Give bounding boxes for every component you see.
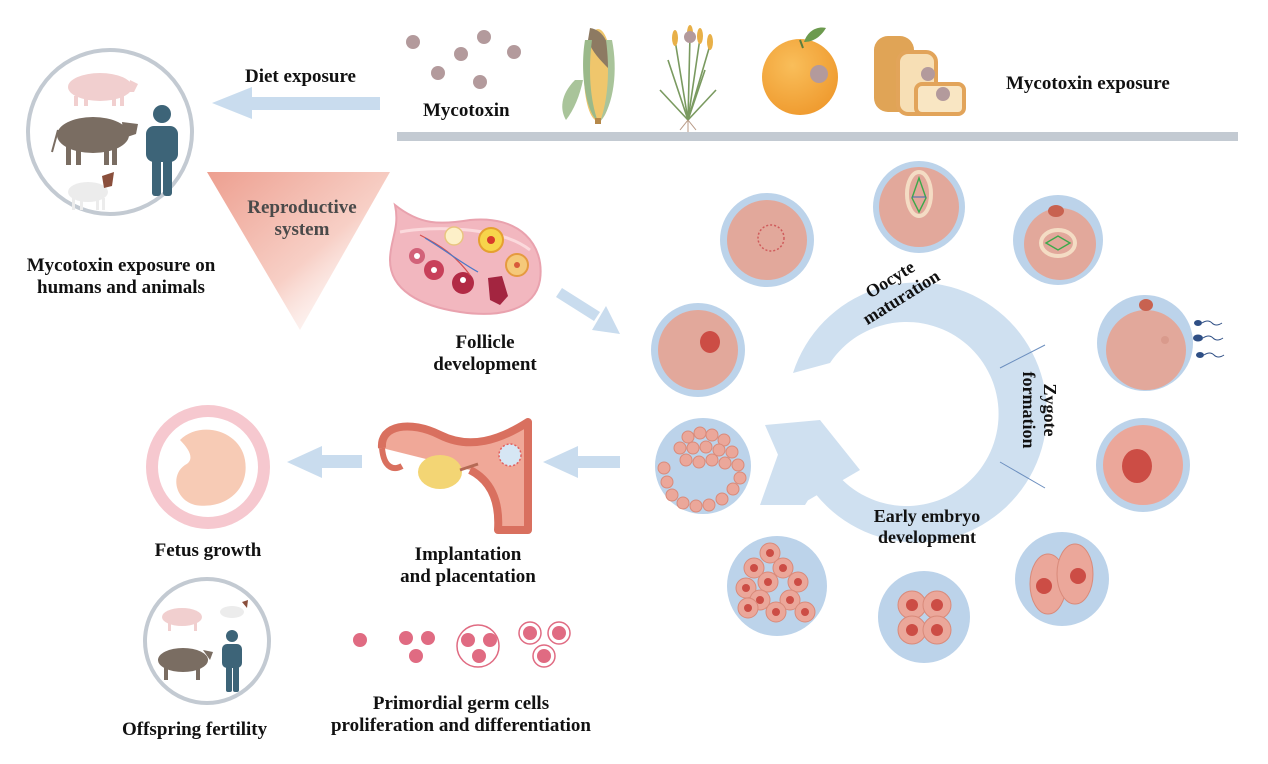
wheat-icon (659, 25, 717, 132)
mycotoxin-exposure-label: Mycotoxin exposure (1006, 73, 1170, 94)
reproductive-system-line2: system (274, 218, 330, 240)
four-cell-embryo (878, 571, 970, 663)
orange-icon (762, 27, 838, 115)
zygote-line2: formation (1019, 371, 1040, 449)
mycotoxin-label: Mycotoxin (423, 100, 510, 121)
diet-exposure-arrow (212, 87, 380, 119)
humans-animals-line1: Mycotoxin exposure on (26, 255, 216, 276)
pgc-line1: Primordial germ cells (372, 693, 550, 714)
humans-animals-label: Mycotoxin exposure on humans and animals (8, 255, 234, 299)
humans-animals-line2: humans and animals (37, 276, 205, 298)
embryo-line2: development (878, 526, 976, 547)
oocyte-stage-3 (1013, 195, 1103, 285)
exposure-divider-bar (397, 132, 1238, 141)
offspring-human-icon (222, 630, 242, 692)
pgc-line2: proliferation and differentiation (330, 714, 592, 736)
early-embryo-development-label: Early embryo development (862, 506, 992, 547)
zygote-line1: Zygote (1040, 383, 1060, 437)
oocyte-stage-1 (720, 193, 814, 287)
ovary-follicle-icon (388, 202, 542, 315)
oocyte-germinal-vesicle (651, 303, 745, 397)
human-icon (146, 105, 178, 196)
embryo-line1: Early embryo (873, 506, 981, 526)
implantation-to-fetus-arrow (287, 446, 362, 478)
implantation-line1: Implantation (414, 544, 522, 565)
cycle-to-implantation-arrow (543, 446, 620, 478)
sperm-icon (1193, 320, 1225, 358)
offspring-goat-icon (220, 600, 248, 618)
follicle-line1: Follicle (455, 332, 515, 353)
two-cell-embryo (1015, 532, 1109, 626)
reproductive-system-line1: Reproductive (247, 197, 357, 218)
reproductive-system-label: Reproductive system (237, 197, 367, 241)
pig-icon (68, 73, 138, 106)
offspring-cow-icon (158, 648, 213, 680)
goat-icon (68, 172, 114, 210)
primordial-germ-cells-label: Primordial germ cells proliferation and … (306, 693, 616, 737)
offspring-fertility-label: Offspring fertility (122, 719, 268, 740)
blastocyst-embryo (655, 418, 751, 514)
fetus-icon (146, 405, 270, 529)
follicle-to-oocyte-arrow (556, 288, 620, 334)
reproductive-system-wedge (207, 172, 390, 330)
diet-exposure-label: Diet exposure (245, 66, 356, 87)
cell-cycle-stages (651, 161, 1225, 663)
oocyte-stage-2 (873, 161, 965, 253)
cow-icon (51, 117, 138, 165)
morula-embryo (727, 536, 827, 636)
implantation-placentation-label: Implantation and placentation (383, 544, 553, 588)
uterus-implantation-icon (377, 418, 532, 534)
follicle-line2: development (433, 353, 537, 375)
corn-icon (562, 28, 615, 124)
primordial-germ-cells-icon (353, 621, 571, 668)
zygote-stage (1096, 418, 1190, 512)
mycotoxin-particles-icon (406, 30, 521, 89)
offspring-group (143, 577, 271, 705)
implantation-line2: and placentation (400, 565, 536, 587)
follicle-development-label: Follicle development (420, 332, 550, 376)
development-cycle-arrow (760, 282, 1047, 543)
offspring-pig-icon (162, 608, 202, 631)
bread-icon (874, 36, 966, 116)
zygote-formation-label: Zygote formation (1019, 360, 1060, 460)
humans-animals-group (26, 48, 194, 216)
fetus-growth-label: Fetus growth (154, 540, 262, 561)
oocyte-stage-fertilization (1097, 295, 1225, 391)
